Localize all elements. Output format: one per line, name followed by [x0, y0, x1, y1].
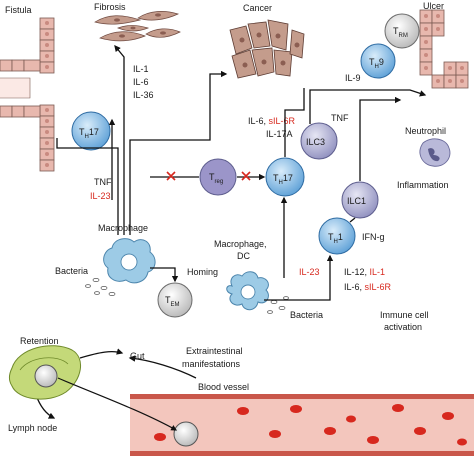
ulcer-label: Ulcer — [423, 1, 444, 11]
svg-text:ILC3: ILC3 — [306, 137, 325, 147]
il6-label: IL-6 — [133, 77, 149, 87]
il36-label: IL-36 — [133, 90, 154, 100]
blood-vessel-label: Blood vessel — [198, 382, 249, 392]
il17a-label: IL-17A — [266, 129, 293, 139]
il23-left-label: IL-23 — [90, 191, 111, 201]
th17-left-cell: TH17 — [71, 111, 111, 151]
neutrophil-cell — [419, 138, 451, 167]
extraintestinal-label: Extraintestinal — [186, 346, 243, 356]
il12-il1-label: IL-12, IL-1 — [344, 267, 385, 277]
dendritic-cell — [226, 271, 269, 311]
macrophage-dc-label: Macrophage, — [214, 239, 267, 249]
cancer-tissue — [229, 19, 305, 79]
neutrophil-label: Neutrophil — [405, 126, 446, 136]
svg-text:Treg: Treg — [209, 172, 223, 185]
lymph-node-label: Lymph node — [8, 423, 57, 433]
fibrosis-label: Fibrosis — [94, 2, 126, 12]
fistula-tissue — [0, 17, 55, 172]
il23-mid-label: IL-23 — [299, 267, 320, 277]
macrophage-label: Macrophage — [98, 223, 148, 233]
svg-text:TH17: TH17 — [79, 127, 99, 140]
bacteria-left-label: Bacteria — [55, 266, 88, 276]
svg-text:TH1: TH1 — [328, 232, 343, 245]
lymph-node — [8, 345, 81, 400]
bacteria-mid-label: Bacteria — [290, 310, 323, 320]
homing-label: Homing — [187, 267, 218, 277]
il1-label: IL-1 — [133, 64, 149, 74]
immune-cell-label: Immune cell — [380, 310, 429, 320]
svg-text:TH9: TH9 — [369, 57, 384, 70]
treg-cell: Treg — [199, 158, 237, 196]
tnf-left-label: TNF — [94, 177, 112, 187]
fistula-label: Fistula — [5, 5, 32, 15]
manifestations-label: manifestations — [182, 359, 241, 369]
il9-label: IL-9 — [345, 73, 361, 83]
bacteria-left-dots — [85, 278, 116, 296]
ilc1-cell: ILC1 — [341, 181, 379, 219]
svg-text:TRM: TRM — [393, 26, 408, 39]
il6-sil6r-b-label: IL-6, sIL-6R — [344, 282, 392, 292]
inflammation-label: Inflammation — [397, 180, 449, 190]
dc-label: DC — [237, 251, 250, 261]
th17-mid-cell: TH17 — [265, 157, 305, 197]
ilc3-cell: ILC3 — [300, 122, 338, 160]
tem-cell: TEM — [157, 282, 193, 318]
fibrosis-fibroblasts — [94, 11, 181, 42]
svg-text:ILC1: ILC1 — [347, 196, 366, 206]
activation-label: activation — [384, 322, 422, 332]
macrophage-left-cell — [103, 238, 156, 284]
retention-label: Retention — [20, 336, 59, 346]
svg-text:TH17: TH17 — [273, 173, 293, 186]
trm-cell: TRM — [384, 13, 420, 49]
pathway-arrows — [35, 44, 427, 419]
th9-cell: TH9 — [360, 43, 396, 79]
ifng-label: IFN-g — [362, 232, 385, 242]
gut-label: Gut — [130, 351, 145, 361]
bacteria-mid-dots — [267, 296, 289, 314]
svg-text:TEM: TEM — [165, 295, 180, 308]
inhibition-markers — [166, 171, 251, 181]
il6-sil6r-label: IL-6, sIL-6R — [248, 116, 296, 126]
blood-vessel — [130, 394, 474, 456]
tnf-top-label: TNF — [331, 113, 349, 123]
ulcer-tissue — [419, 9, 469, 89]
cancer-label: Cancer — [243, 3, 272, 13]
lymph-to-vessel-arrow — [57, 377, 178, 431]
th1-cell: TH1 — [318, 217, 356, 255]
